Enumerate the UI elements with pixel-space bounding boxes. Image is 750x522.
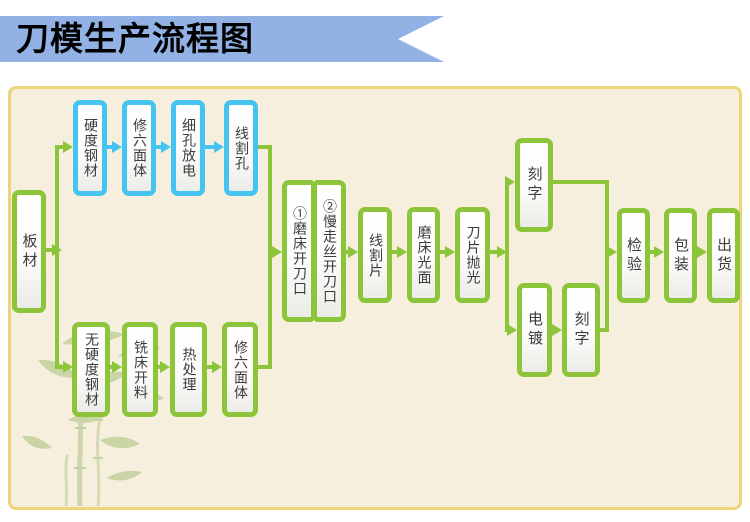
flow-arrow-icon <box>497 246 507 258</box>
flowchart-panel: 板材 硬度钢材 修六面体 细孔放电 线割孔 无硬度钢材 铣床开料 热处理 修六面… <box>8 86 742 510</box>
flow-line <box>440 250 448 254</box>
flowchart-layer: 板材 硬度钢材 修六面体 细孔放电 线割孔 无硬度钢材 铣床开料 热处理 修六面… <box>8 86 742 510</box>
flow-node-electroplate: 电镀 <box>517 283 552 377</box>
flow-node-label: 出货 <box>715 236 733 275</box>
flow-node-label: 检验 <box>625 236 643 275</box>
flow-node-wire-cut-hole: 线割孔 <box>224 100 258 196</box>
title-banner: 刀模生产流程图 <box>0 16 444 62</box>
flow-node-grind-surface: 磨床光面 <box>407 207 440 303</box>
flow-arrow-icon <box>348 246 358 258</box>
flow-node-label: ②慢走丝开刀口 <box>321 198 337 304</box>
flow-node-label: 刀片抛光 <box>464 225 481 285</box>
flow-node-plate: 板材 <box>12 190 46 313</box>
flow-line <box>205 145 216 149</box>
flow-node-shipping: 出货 <box>707 208 740 303</box>
flow-arrow-icon <box>397 246 407 258</box>
flow-node-trim-six-sides-bottom: 修六面体 <box>222 322 258 417</box>
flow-node-label: 无硬度钢材 <box>83 332 99 407</box>
flow-line <box>55 365 65 369</box>
flow-node-label: 细孔放电 <box>180 118 196 178</box>
flow-arrow-icon <box>697 246 707 258</box>
flow-line <box>107 145 115 149</box>
flow-arrow-icon <box>212 361 222 373</box>
flow-line <box>600 328 609 332</box>
flow-node-slow-wire-edge: ②慢走丝开刀口 <box>314 180 346 322</box>
flow-line <box>553 180 609 184</box>
flow-line <box>258 365 272 369</box>
flow-arrow-icon <box>505 176 515 188</box>
flow-node-packing: 包装 <box>664 208 697 303</box>
flow-node-engrave-top: 刻字 <box>515 138 553 232</box>
flow-node-label: 线割孔 <box>233 125 249 171</box>
flow-arrow-icon <box>63 141 73 153</box>
flow-node-label: 包装 <box>672 236 690 275</box>
flow-node-blade-polish: 刀片抛光 <box>455 207 490 303</box>
flow-node-hard-steel: 硬度钢材 <box>73 100 107 196</box>
flow-node-inspection: 检验 <box>617 208 650 303</box>
flow-line-trunk-merge <box>268 145 272 369</box>
flow-line <box>392 250 400 254</box>
flow-node-grinder-edge: ①磨床开刀口 <box>282 180 314 322</box>
flow-node-label: 修六面体 <box>131 118 147 178</box>
flow-arrow-icon <box>507 324 517 336</box>
flow-line <box>258 145 272 149</box>
flow-arrow-icon <box>112 361 122 373</box>
flow-node-label: ①磨床开刀口 <box>291 206 307 296</box>
flow-arrow-icon <box>161 141 171 153</box>
flow-line <box>207 365 214 369</box>
flow-line-trunk-left <box>55 145 59 369</box>
flow-arrow-icon <box>654 246 664 258</box>
flow-node-label: 铣床开料 <box>132 339 148 400</box>
flow-arrow-icon <box>160 361 170 373</box>
page-title: 刀模生产流程图 <box>16 19 254 58</box>
flow-node-wire-cut-blade: 线割片 <box>358 207 392 303</box>
flow-arrow-icon <box>63 361 73 373</box>
flow-node-label: 磨床光面 <box>415 225 432 285</box>
flow-node-engrave-bottom: 刻字 <box>562 283 600 377</box>
flow-arrow-icon <box>272 246 282 258</box>
flow-arrow-icon <box>214 141 224 153</box>
flow-node-label: 刻字 <box>525 166 544 204</box>
flow-line-trunk-split <box>505 180 509 332</box>
flow-node-label: 热处理 <box>180 347 197 392</box>
flow-node-heat-treatment: 热处理 <box>170 322 207 417</box>
flow-line <box>156 145 164 149</box>
flow-node-label: 线割片 <box>367 232 383 278</box>
flow-arrow-icon <box>112 141 122 153</box>
flow-node-non-hard-steel: 无硬度钢材 <box>72 322 110 417</box>
flow-node-label: 修六面体 <box>232 339 248 400</box>
flow-node-label: 板材 <box>20 232 39 271</box>
flow-line <box>490 250 499 254</box>
flow-arrow-icon <box>552 324 562 336</box>
flow-node-label: 电镀 <box>526 311 544 349</box>
flow-node-label: 刻字 <box>572 311 591 349</box>
flow-node-milling-cut: 铣床开料 <box>122 322 158 417</box>
flow-line <box>55 145 65 149</box>
flow-line <box>46 248 56 252</box>
flow-node-label: 硬度钢材 <box>82 118 98 178</box>
flow-node-trim-six-sides-top: 修六面体 <box>122 100 156 196</box>
flow-node-fine-hole-edm: 细孔放电 <box>171 100 205 196</box>
flow-arrow-icon <box>607 246 617 258</box>
flow-arrow-icon <box>445 246 455 258</box>
